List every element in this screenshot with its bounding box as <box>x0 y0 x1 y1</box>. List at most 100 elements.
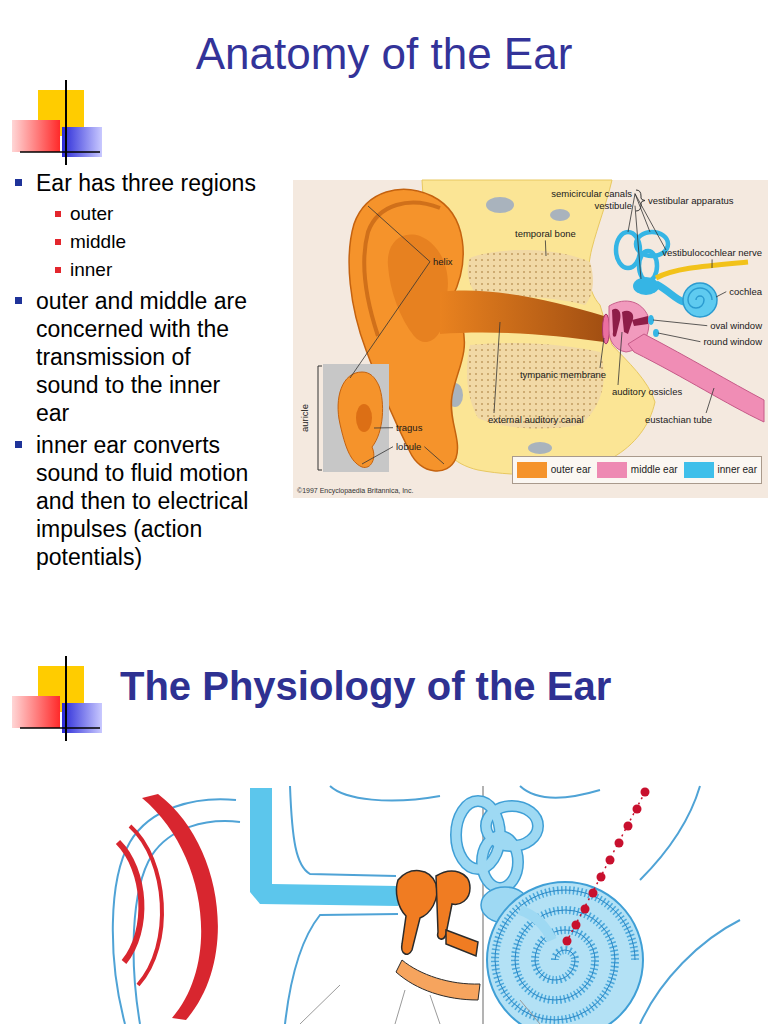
ear-outline <box>640 786 700 880</box>
leader-line <box>635 206 641 279</box>
bullet-item: Ear has three regions <box>36 169 255 197</box>
part-label: helix <box>433 256 453 267</box>
ear-anatomy-illustration <box>639 251 657 281</box>
nerve-signal <box>633 805 642 814</box>
part-label: auditory ossicles <box>612 386 682 397</box>
sound-wave <box>142 794 218 1020</box>
nerve-signal <box>597 873 606 882</box>
ear-anatomy-illustration <box>467 343 604 429</box>
bullet-text: inner ear converts sound to fluid motion… <box>36 432 248 570</box>
ear-anatomy-illustration <box>486 197 514 213</box>
ear-anatomy-illustration <box>633 277 659 295</box>
nerve-signal <box>615 839 624 848</box>
legend-swatch <box>684 462 714 478</box>
leader-line <box>350 262 430 378</box>
leader-line <box>600 338 604 368</box>
legend-swatch <box>517 462 547 478</box>
ear-anatomy-illustration <box>338 372 383 467</box>
nerve-signal <box>563 788 650 946</box>
slide-ornament <box>12 80 102 165</box>
slide-ornament <box>12 656 102 741</box>
cochlea-shape <box>495 890 635 1020</box>
ear-anatomy-illustration <box>622 311 633 334</box>
part-label: lobule <box>396 441 421 452</box>
ear-anatomy-illustration <box>628 334 764 422</box>
sub-bullet-text: inner <box>70 259 112 280</box>
leader-line <box>362 447 393 464</box>
part-label: semicircular canals <box>551 188 632 199</box>
legend-item: middle ear <box>597 462 678 478</box>
part-label: oval window <box>710 320 762 331</box>
part-label: eustachian tube <box>645 414 712 425</box>
legend-item: inner ear <box>684 462 757 478</box>
legend-swatch <box>597 462 627 478</box>
ossicle-shape <box>446 930 478 956</box>
ear-anatomy-illustration <box>467 343 604 429</box>
hearing-illustration <box>113 786 740 1024</box>
ear-anatomy-illustration <box>323 364 389 472</box>
ear-anatomy-illustration <box>318 366 322 470</box>
sound-wave <box>130 826 162 985</box>
ear-anatomy-illustration <box>632 316 648 326</box>
leader-line <box>424 447 444 464</box>
pointer-line <box>395 990 405 1024</box>
bullet-text: Ear has three regions <box>36 170 256 196</box>
pointer-line <box>520 1000 540 1024</box>
ear-anatomy-illustration <box>440 291 604 342</box>
ear-anatomy-illustration <box>683 283 717 317</box>
pointer-line <box>300 985 340 1024</box>
ear-outline <box>520 786 600 798</box>
sub-bullet-item: inner <box>70 256 255 284</box>
nerve-signal <box>572 921 581 930</box>
leader-line <box>628 194 635 232</box>
legend-text: outer ear <box>551 464 591 476</box>
bullet-item: outer and middle are concerned with the … <box>36 287 255 427</box>
nerve-signal <box>563 937 572 946</box>
ossicle-shape <box>396 871 478 956</box>
pointer-line <box>430 995 440 1024</box>
part-label: round window <box>703 336 762 347</box>
leader-line <box>368 206 430 262</box>
legend-text: inner ear <box>718 464 757 476</box>
semicircular-canal <box>482 836 518 888</box>
ear-anatomy-illustration <box>688 288 712 308</box>
sub-bullet-text: outer <box>70 203 113 224</box>
part-label: vestibulocochlear nerve <box>662 247 762 258</box>
pointer-line <box>300 985 540 1024</box>
leader-line <box>706 388 714 413</box>
part-label: temporal bone <box>515 228 576 239</box>
bullet-marker <box>15 297 22 304</box>
slide-ornament <box>20 727 100 729</box>
bullet-marker <box>55 239 61 245</box>
leader-line <box>716 292 726 297</box>
part-label: vestibular apparatus <box>648 195 734 206</box>
bullet-item: inner ear converts sound to fluid motion… <box>36 431 255 571</box>
part-label: vestibule <box>595 200 633 211</box>
ear-outline <box>640 920 740 1024</box>
ear-canal <box>250 788 398 906</box>
sound-wave <box>118 842 141 962</box>
vestibule-shape <box>520 910 552 940</box>
part-label: auricle <box>299 404 310 432</box>
semicircular-canal <box>456 801 538 888</box>
bullet-marker <box>15 441 22 448</box>
bullet-marker <box>55 211 61 217</box>
cochlea-shape <box>487 882 643 1024</box>
sub-bullet-item: middle <box>70 228 255 256</box>
nerve-signal <box>589 889 598 898</box>
nerve-signal <box>581 905 590 914</box>
ear-anatomy-illustration <box>550 209 570 221</box>
cochlea-shape <box>495 890 635 1020</box>
nerve-signal <box>567 792 645 941</box>
bullet-text: outer and middle are concerned with the … <box>36 288 247 426</box>
leader-line <box>635 194 650 232</box>
leader-line <box>494 322 500 413</box>
legend-text: middle ear <box>631 464 678 476</box>
leader-line <box>545 240 547 256</box>
slide-title: Anatomy of the Ear <box>0 28 768 81</box>
ossicle-shape <box>396 871 436 955</box>
legend-item: outer ear <box>517 462 591 478</box>
ossicle-shape <box>396 960 480 1000</box>
part-label: tragus <box>396 422 422 433</box>
